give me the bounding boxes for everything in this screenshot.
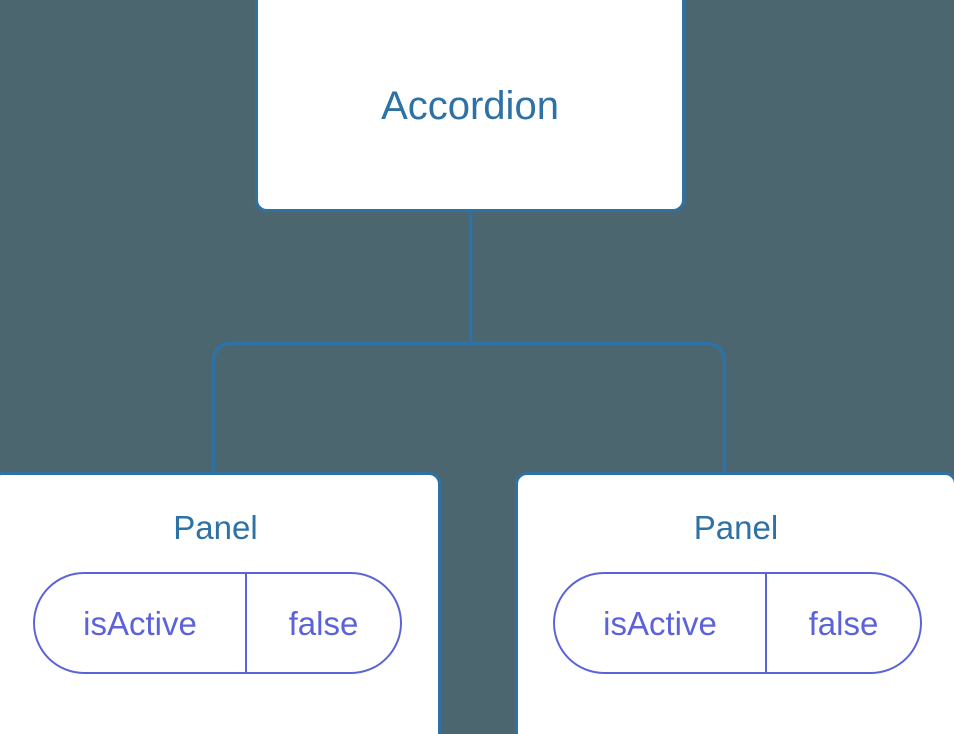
- node-panel-right[interactable]: Panel isActive false: [515, 472, 954, 734]
- prop-badge-panel-right[interactable]: isActive false: [553, 572, 922, 674]
- prop-badge-panel-left[interactable]: isActive false: [33, 572, 402, 674]
- prop-key-isactive: isActive: [555, 574, 767, 672]
- prop-value-isactive: false: [288, 604, 359, 642]
- edge-to-panel-left: [211, 341, 471, 474]
- node-panel-left-label: Panel: [173, 509, 258, 546]
- node-panel-left[interactable]: Panel isActive false: [0, 472, 441, 734]
- node-accordion[interactable]: Accordion: [255, 0, 685, 212]
- edge-to-panel-right: [470, 341, 727, 474]
- prop-value-isactive: false: [808, 604, 879, 642]
- node-accordion-label: Accordion: [381, 84, 559, 128]
- node-panel-right-label: Panel: [693, 509, 779, 546]
- prop-key-isactive: isActive: [35, 574, 247, 672]
